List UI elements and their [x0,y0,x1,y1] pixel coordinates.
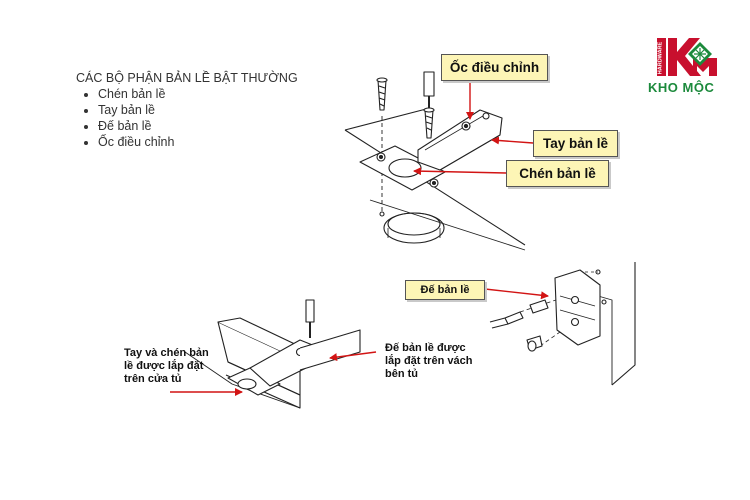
door-assembly [184,299,361,409]
callout-tay-ban-le: Tay bản lề [533,130,618,157]
arrow-chen-ban-le [413,167,507,176]
parts-list: Chén bản lề Tay bản lề Đế bản lề Ốc điều… [76,86,298,150]
top-assembly [344,71,526,251]
screw-right-top [423,107,435,139]
mounting-plate-assembly [489,262,636,386]
callout-chen-ban-le: Chén bản lề [506,160,609,187]
list-item: Chén bản lề [98,86,298,102]
note-door-mount: Tay và chén bản lề được lắp đặt trên cửa… [124,347,209,385]
callout-oc-dieu-chinh: Ốc điều chỉnh [441,54,548,81]
parts-intro: CÁC BỘ PHẬN BẢN LỀ BẬT THƯỜNG Chén bản l… [76,70,298,150]
kho-moc-logo: HARDWARE [657,38,717,76]
leader-arrows [170,81,549,396]
list-item: Ốc điều chỉnh [98,134,298,150]
logo-diamond-icon [688,42,712,66]
logo-brand-text: KHO MỘC [648,80,715,95]
screwdriver-top [423,71,435,108]
intro-title: CÁC BỘ PHẬN BẢN LỀ BẬT THƯỜNG [76,71,298,85]
note-side-panel-mount: Đế bản lề được lắp đặt trên vách bên tủ [385,342,473,380]
screw-left-top [376,77,388,111]
list-item: Đế bản lề [98,118,298,134]
arrow-tay-ban-le [491,136,534,145]
logo-vertical-text: HARDWARE [658,41,664,74]
callout-de-ban-le: Đế bản lề [405,280,485,300]
arrow-de-side-panel [329,351,377,362]
arrow-de-ban-le [484,288,549,300]
list-item: Tay bản lề [98,102,298,118]
